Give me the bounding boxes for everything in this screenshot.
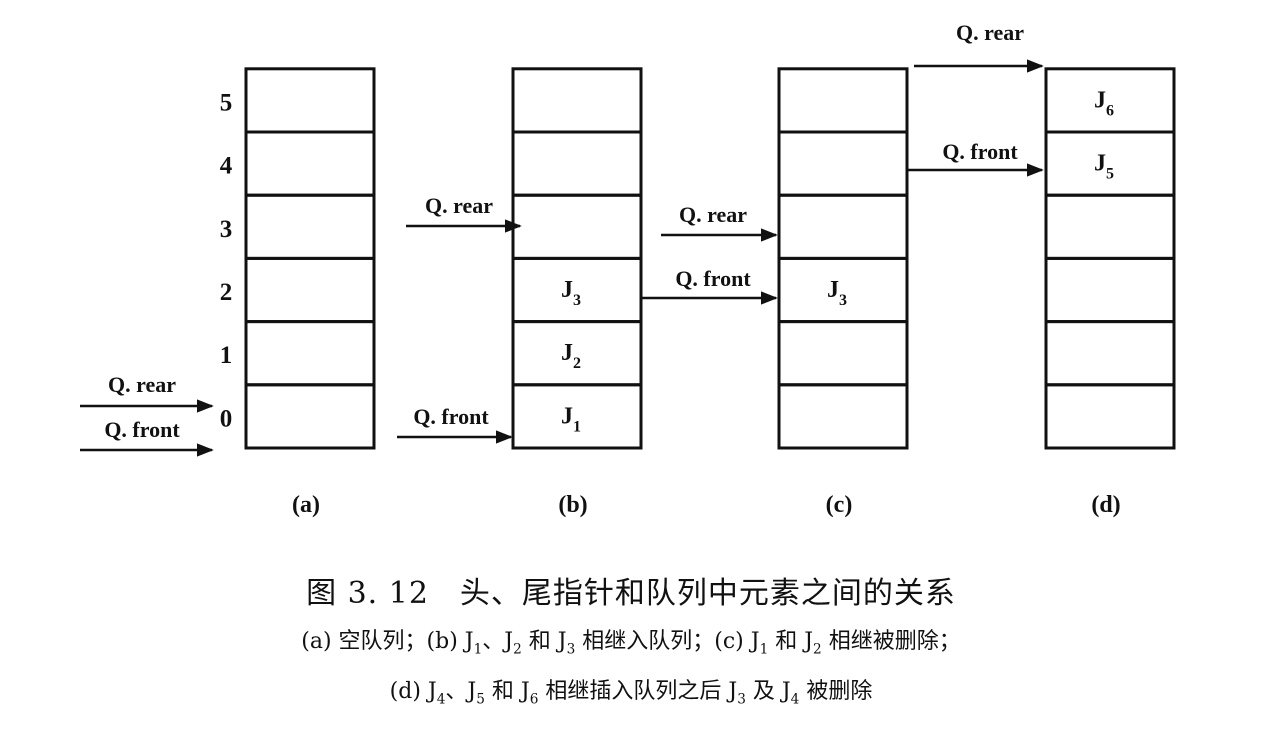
element-label: J6 xyxy=(1094,87,1114,119)
pointer-front: Q. front xyxy=(906,139,1044,177)
queue-pointers: Q. rear Q. front Q. rear Q. front Q. rear Q. … xyxy=(80,20,1044,457)
queue-cell xyxy=(244,320,376,387)
caption-subscript: 6 xyxy=(529,691,539,708)
index-label: 3 xyxy=(220,216,233,243)
pointer-rear: Q. rear xyxy=(914,20,1044,73)
queue-cell xyxy=(244,130,376,197)
queue-cell xyxy=(511,383,643,450)
caption-text: 和 J xyxy=(768,629,814,654)
caption-subscript: 1 xyxy=(473,641,483,658)
caption-subscript: 2 xyxy=(813,641,822,658)
panel-label: (b) xyxy=(558,492,587,518)
panel-label: (d) xyxy=(1091,492,1120,518)
pointer-front: Q. front xyxy=(397,404,513,444)
queue-panel-b: J1 J2 J3 (b) xyxy=(511,67,643,518)
caption-text: (d) J xyxy=(389,679,437,704)
queue-panels: (a) J1 J2 J3 (b) J3 (c) J5 J6 (d) xyxy=(244,67,1176,518)
element-label: J3 xyxy=(827,277,847,309)
queue-cell xyxy=(777,67,909,134)
caption-text: 和 J xyxy=(484,679,530,704)
queue-cell xyxy=(244,256,376,324)
queue-cell xyxy=(1044,130,1176,197)
caption-text: 相继被删除； xyxy=(821,629,961,654)
queue-cell xyxy=(244,383,376,450)
caption-title: 图 3. 12 头、尾指针和队列中元素之间的关系 xyxy=(306,576,956,611)
caption-subscript: 3 xyxy=(566,641,576,658)
queue-cell xyxy=(244,193,376,260)
panel-label: (a) xyxy=(292,492,320,518)
caption-line-2: (d) J4、J5 和 J6 相继插入队列之后 J3 及 J4 被删除 xyxy=(0,673,1262,707)
index-label: 5 xyxy=(220,89,233,116)
pointer-label: Q. front xyxy=(413,404,489,429)
pointer-label: Q. front xyxy=(942,139,1018,164)
queue-cell xyxy=(511,67,643,134)
caption-text: 相继插入队列之后 J xyxy=(538,679,738,704)
index-label: 2 xyxy=(220,279,233,306)
element-label: J2 xyxy=(561,340,581,372)
queue-cell xyxy=(511,130,643,197)
index-label: 4 xyxy=(220,153,233,180)
caption-line-1: (a) 空队列；(b) J1、J2 和 J3 相继入队列；(c) J1 和 J2… xyxy=(0,623,1262,657)
queue-cell xyxy=(777,130,909,197)
queue-cell xyxy=(777,320,909,387)
queue-cell xyxy=(777,193,909,260)
queue-cell xyxy=(1044,383,1176,450)
queue-panel-d: J5 J6 (d) xyxy=(1044,67,1176,518)
pointer-front: Q. front xyxy=(641,266,778,305)
element-label: J5 xyxy=(1094,151,1114,183)
queue-cell xyxy=(1044,67,1176,134)
queue-cell xyxy=(1044,320,1176,387)
element-label: J3 xyxy=(561,277,581,309)
queue-cell xyxy=(511,320,643,387)
pointer-rear: Q. rear xyxy=(661,202,778,242)
caption-text: 被删除 xyxy=(799,679,873,704)
pointer-label: Q. front xyxy=(675,266,751,291)
index-labels: 0 1 2 3 4 5 xyxy=(220,89,233,432)
pointer-label: Q. rear xyxy=(108,372,176,397)
caption-text: 相继入队列；(c) J xyxy=(575,629,760,654)
pointer-rear: Q. rear xyxy=(80,372,214,413)
caption-subscript: 4 xyxy=(436,691,446,708)
caption-subscript: 3 xyxy=(737,691,746,708)
caption-text: (a) 空队列；(b) J xyxy=(301,629,474,654)
caption-text: 及 J xyxy=(745,679,791,704)
caption-subscript: 4 xyxy=(790,691,800,708)
pointer-rear: Q. rear xyxy=(406,193,522,233)
panel-label: (c) xyxy=(826,492,853,518)
queue-panel-a: (a) xyxy=(244,67,376,518)
caption-text: 、J xyxy=(445,679,477,704)
pointer-front: Q. front xyxy=(80,417,214,457)
queue-cell xyxy=(777,383,909,450)
pointer-label: Q. rear xyxy=(425,193,493,218)
caption-subscript: 5 xyxy=(476,691,485,708)
queue-cell xyxy=(511,193,643,260)
pointer-label: Q. rear xyxy=(679,202,747,227)
element-label: J1 xyxy=(561,403,581,435)
index-label: 1 xyxy=(220,342,233,369)
queue-cell xyxy=(1044,256,1176,324)
pointer-label: Q. front xyxy=(104,417,180,442)
caption-text: 和 J xyxy=(521,629,567,654)
queue-panel-c: J3 (c) xyxy=(777,67,909,518)
queue-cell xyxy=(244,67,376,134)
queue-cell xyxy=(511,256,643,324)
caption-subscript: 2 xyxy=(513,641,522,658)
index-label: 0 xyxy=(220,405,233,432)
queue-cell xyxy=(777,256,909,324)
caption-text: 、J xyxy=(482,629,514,654)
pointer-label: Q. rear xyxy=(956,20,1024,45)
queue-cell xyxy=(1044,193,1176,260)
caption-subscript: 1 xyxy=(759,641,769,658)
